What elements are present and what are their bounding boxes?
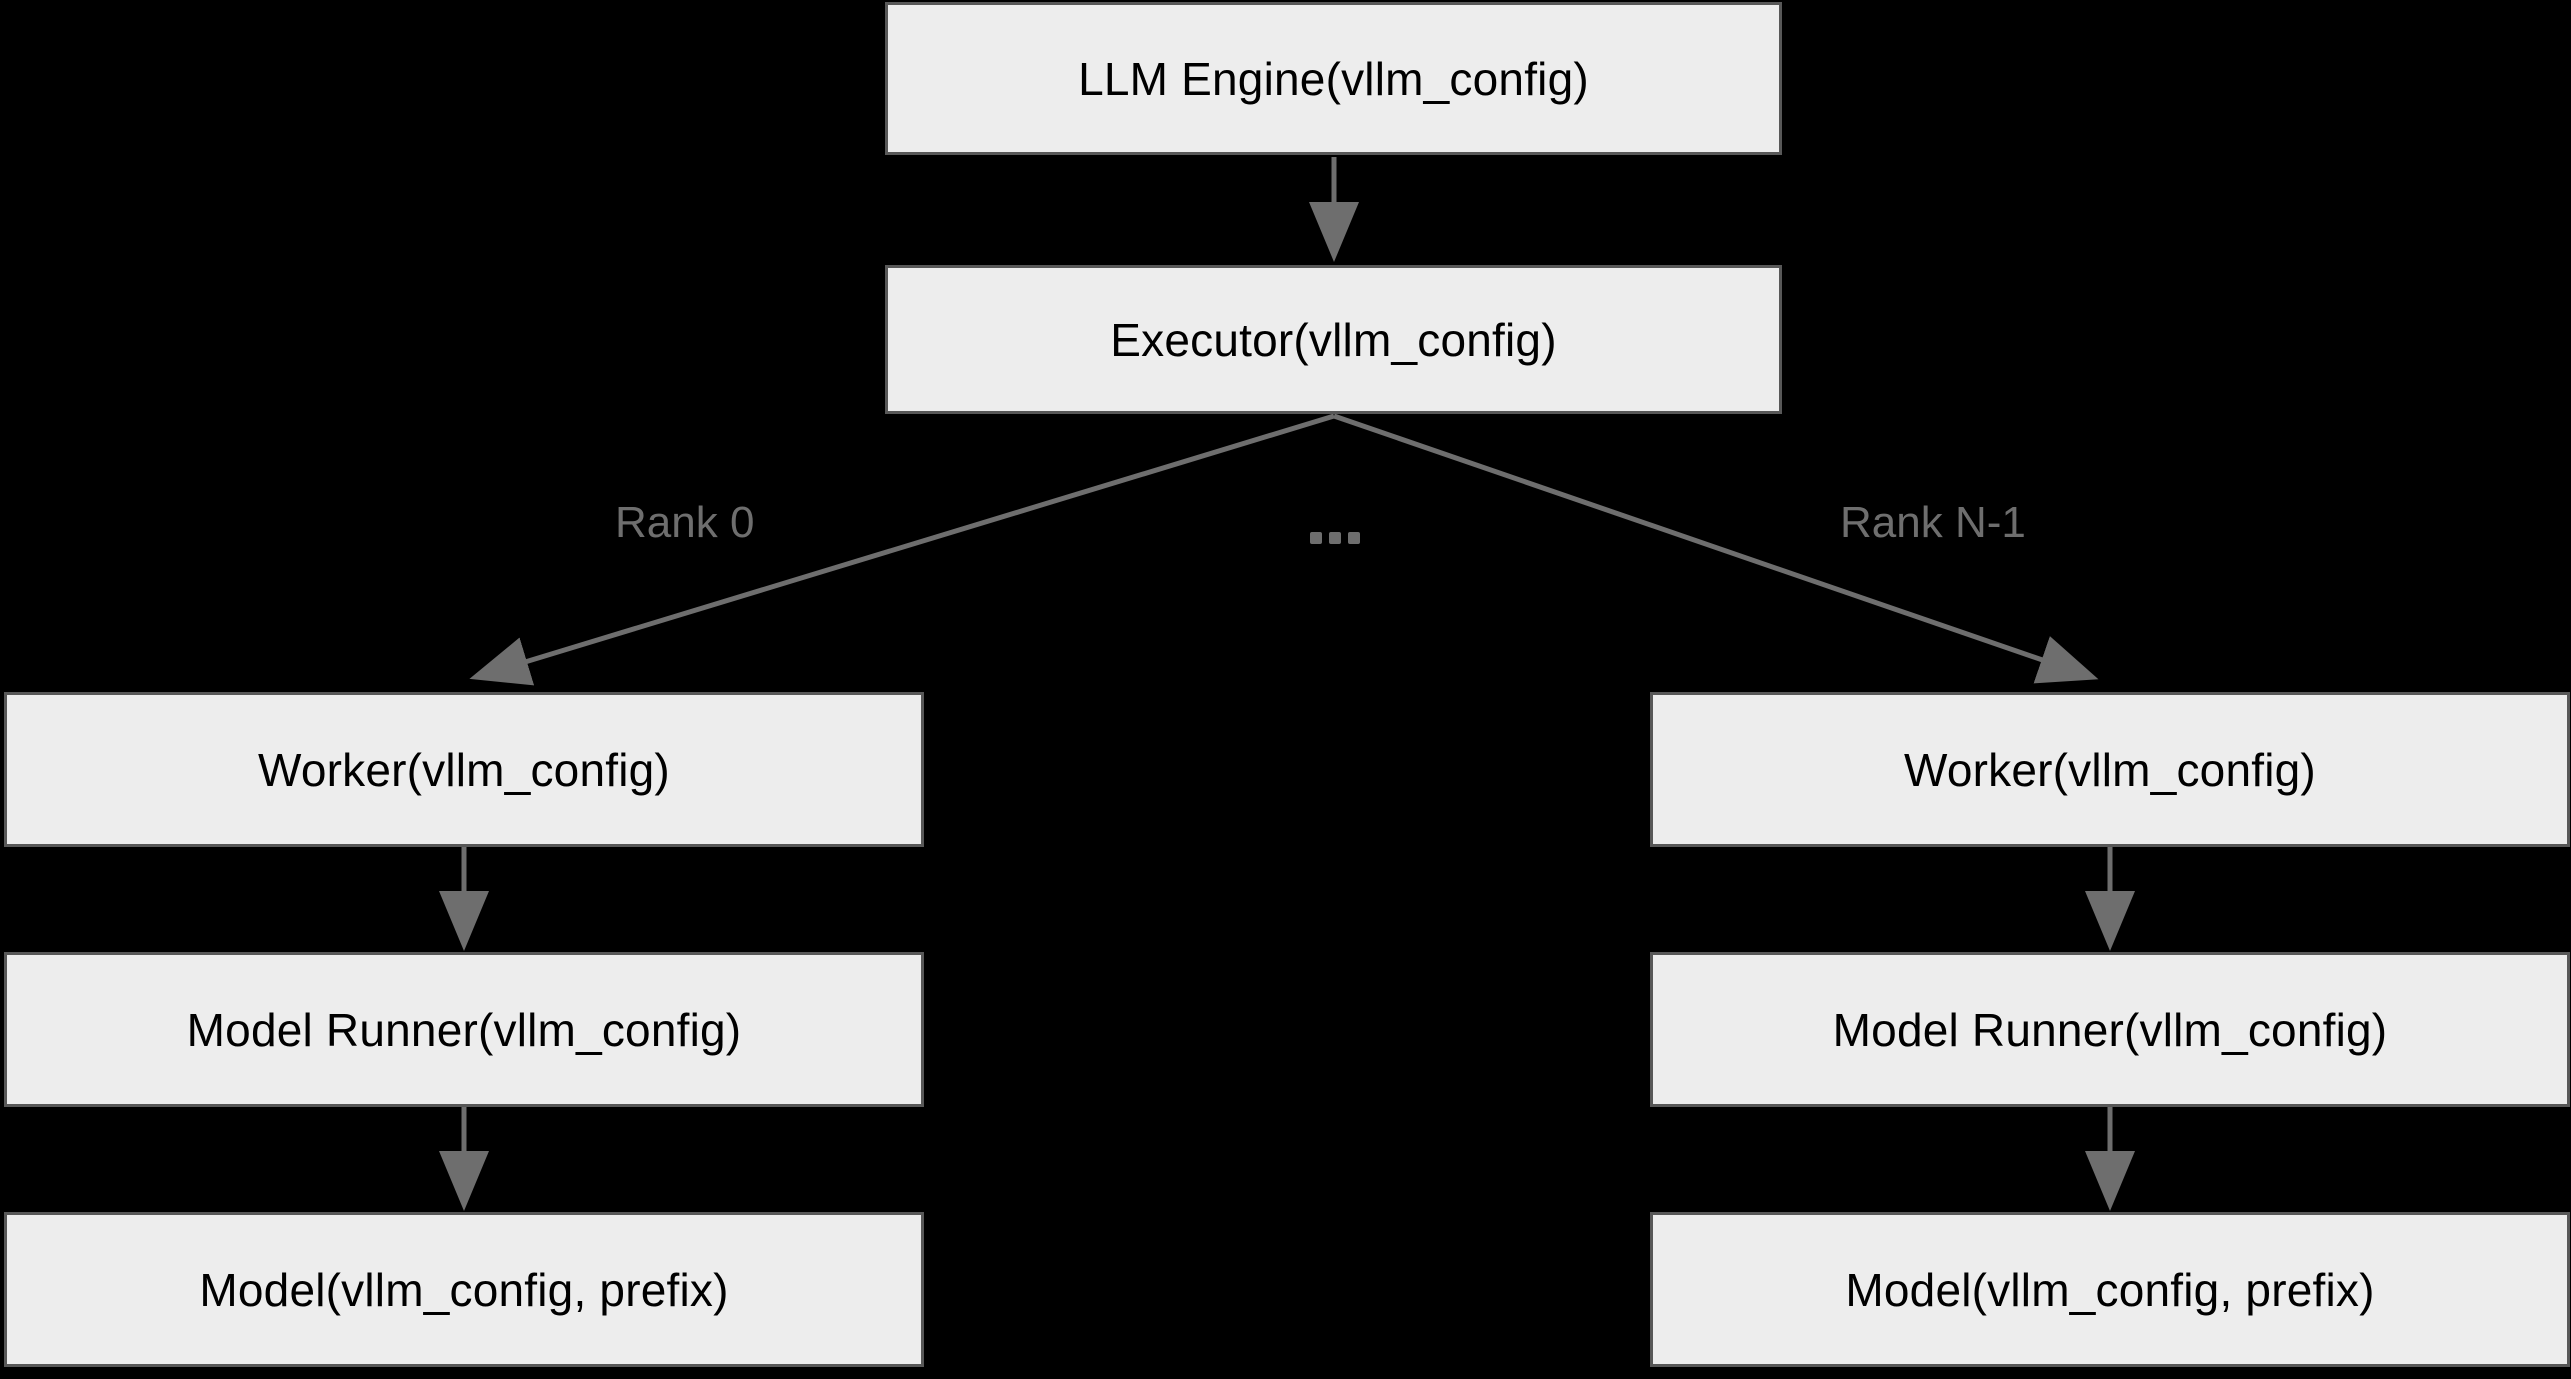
node-llm-engine[interactable]: LLM Engine(vllm_config) (885, 2, 1782, 155)
edge-label-rank-0: Rank 0 (615, 498, 754, 548)
node-worker-rank0[interactable]: Worker(vllm_config) (4, 692, 924, 847)
node-model-rank0[interactable]: Model(vllm_config, prefix) (4, 1212, 924, 1367)
edge-label-rank-n-1: Rank N-1 (1840, 498, 2026, 548)
edge-executor-to-worker-rank0 (469, 413, 1335, 686)
node-llm-engine-label: LLM Engine(vllm_config) (1078, 52, 1589, 105)
node-model-rankn-label: Model(vllm_config, prefix) (1845, 1263, 2375, 1316)
node-model-rankn[interactable]: Model(vllm_config, prefix) (1650, 1212, 2570, 1367)
node-worker-rank0-label: Worker(vllm_config) (258, 743, 670, 796)
node-executor[interactable]: Executor(vllm_config) (885, 265, 1782, 414)
edge-label-ellipsis-icon (1310, 532, 1360, 544)
node-model-runner-rank0-label: Model Runner(vllm_config) (186, 1003, 742, 1056)
node-model-runner-rank0[interactable]: Model Runner(vllm_config) (4, 952, 924, 1107)
node-model-runner-rankn[interactable]: Model Runner(vllm_config) (1650, 952, 2570, 1107)
node-worker-rankn-label: Worker(vllm_config) (1904, 743, 2316, 796)
node-model-rank0-label: Model(vllm_config, prefix) (199, 1263, 729, 1316)
edge-label-rank-0-text: Rank 0 (615, 498, 755, 547)
node-worker-rankn[interactable]: Worker(vllm_config) (1650, 692, 2570, 847)
node-executor-label: Executor(vllm_config) (1110, 313, 1557, 366)
edge-label-rank-n-1-text: Rank N-1 (1840, 498, 2026, 547)
node-model-runner-rankn-label: Model Runner(vllm_config) (1832, 1003, 2388, 1056)
